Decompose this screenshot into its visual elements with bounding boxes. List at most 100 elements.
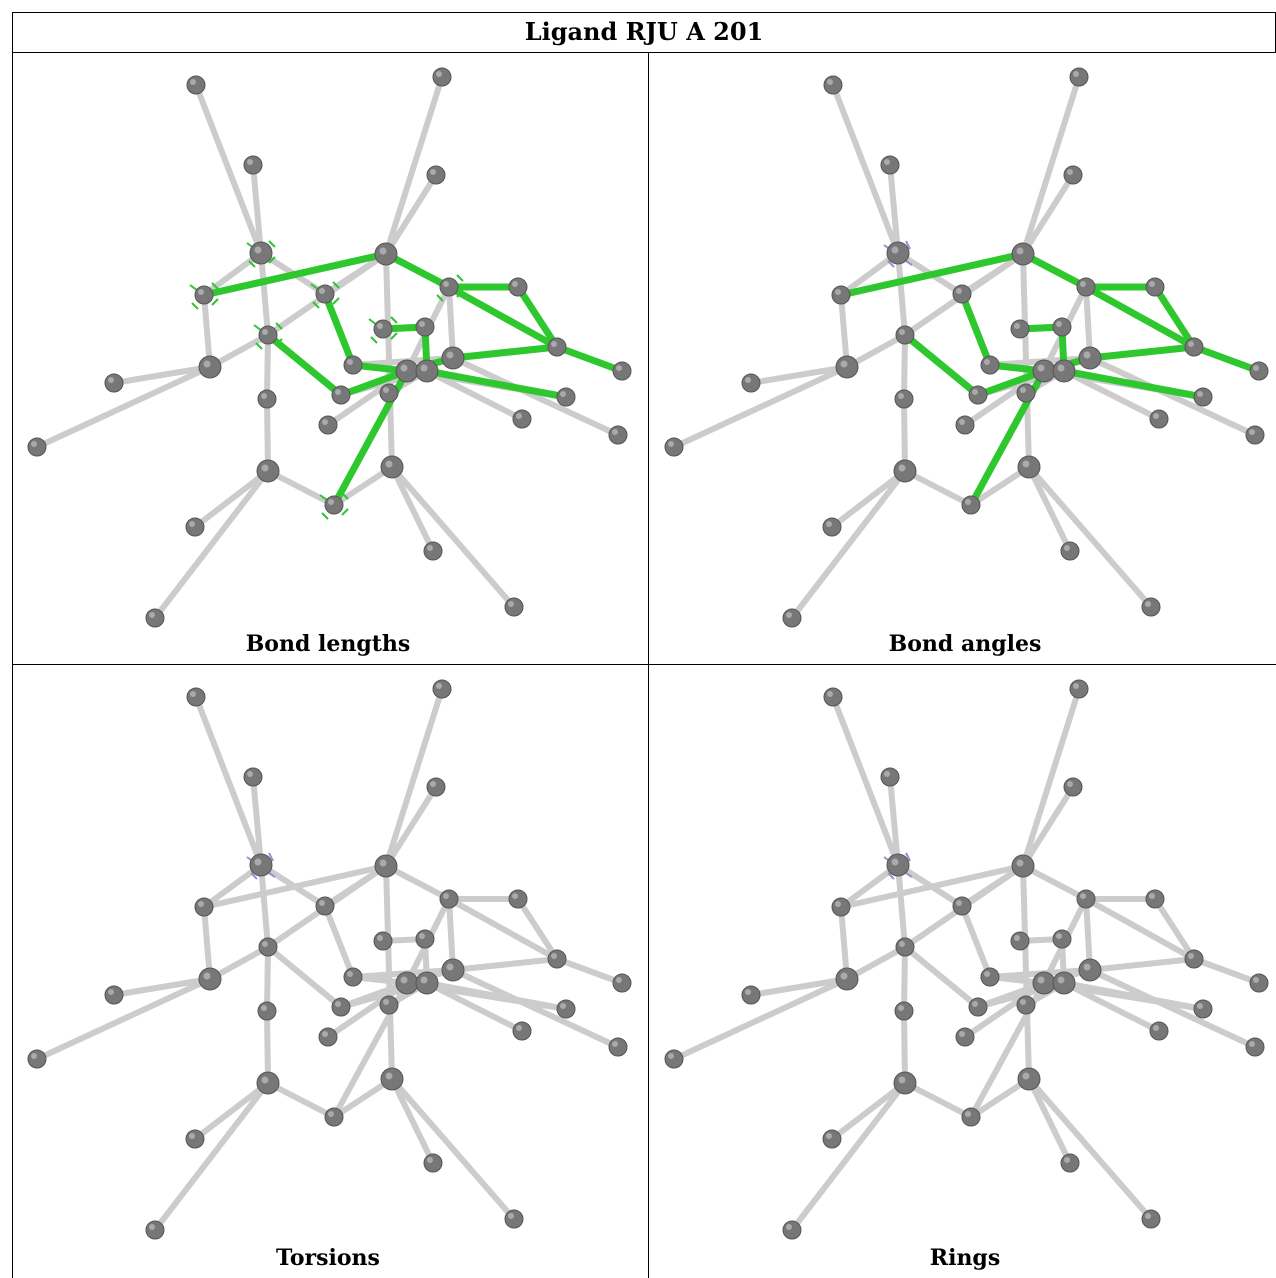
atom-highlight <box>254 246 262 254</box>
atom <box>441 958 465 982</box>
bond <box>383 172 439 257</box>
atom <box>1145 277 1165 297</box>
bond <box>830 694 901 868</box>
atom <box>556 999 576 1019</box>
atom <box>831 285 851 305</box>
bond <box>1026 464 1073 554</box>
atom-highlight <box>668 1053 674 1059</box>
bond <box>446 284 456 361</box>
highlighted-bond <box>445 283 561 351</box>
bond <box>265 1080 337 1120</box>
atom <box>380 455 404 479</box>
atom-highlight <box>420 976 428 984</box>
bond <box>748 364 850 386</box>
bond <box>1026 464 1154 610</box>
bond <box>1026 1076 1073 1166</box>
bond <box>515 896 560 962</box>
atom <box>955 1027 975 1047</box>
highlighted-bond <box>1086 343 1198 362</box>
bond <box>258 250 271 338</box>
atom <box>426 777 446 797</box>
atom-highlight <box>898 1005 904 1011</box>
atom <box>893 459 917 483</box>
atom-highlight <box>786 1224 792 1230</box>
atom-highlight <box>1188 341 1194 347</box>
bond <box>1152 896 1197 962</box>
atom <box>1245 1037 1265 1057</box>
atom-highlight <box>383 387 389 393</box>
atom-highlight <box>1037 364 1045 372</box>
atom <box>952 284 972 304</box>
atom <box>185 1129 205 1149</box>
chirality-marker <box>268 872 276 878</box>
atom <box>379 995 399 1015</box>
bond <box>1020 74 1082 257</box>
highlighted-bond <box>901 331 982 399</box>
atom <box>145 1220 165 1240</box>
atom-highlight <box>190 79 196 85</box>
atom-highlight <box>1080 281 1086 287</box>
outlier-marker <box>390 316 398 324</box>
atom <box>324 1107 344 1127</box>
atom-highlight <box>1064 1157 1070 1163</box>
caption-bond-angles: Bond angles <box>888 631 1042 657</box>
atom <box>1016 995 1036 1015</box>
panel-torsions: Torsions <box>12 665 644 1277</box>
atom <box>1184 949 1204 969</box>
atom-highlight <box>826 1133 832 1139</box>
atom <box>186 687 206 707</box>
atom-highlight <box>108 989 114 995</box>
chirality-marker <box>905 240 911 250</box>
atom <box>1249 361 1269 381</box>
atom <box>256 459 280 483</box>
atom <box>508 277 528 297</box>
atom <box>198 967 222 991</box>
molecule-bond-angles <box>664 67 1269 628</box>
outlier-marker <box>390 332 398 340</box>
atom-highlight <box>203 360 211 368</box>
atom-highlight <box>1014 323 1020 329</box>
atom-highlight <box>835 289 841 295</box>
bond <box>450 956 560 973</box>
bond <box>34 364 213 450</box>
caption-rings: Rings <box>929 1245 1001 1271</box>
atom-highlight <box>319 288 325 294</box>
bond <box>389 1076 436 1166</box>
bond <box>902 944 981 1010</box>
bond <box>838 250 901 298</box>
atom-highlight <box>1056 321 1062 327</box>
bond <box>424 980 569 1012</box>
atom-highlight <box>149 1224 155 1230</box>
atom <box>415 971 439 995</box>
highlighted-bond <box>200 250 390 299</box>
outlier-marker <box>456 274 464 282</box>
atom <box>1060 1153 1080 1173</box>
atom <box>1193 999 1213 1019</box>
bond <box>383 686 445 869</box>
highlighted-bond <box>514 283 561 351</box>
atom <box>395 971 419 995</box>
bond <box>671 364 850 450</box>
atom-highlight <box>261 464 269 472</box>
atom <box>331 385 351 405</box>
bond <box>829 1080 908 1142</box>
atom <box>343 355 363 375</box>
atom-highlight <box>1020 999 1026 1005</box>
atom <box>980 355 1000 375</box>
bond <box>830 82 901 256</box>
atom-highlight <box>436 71 442 77</box>
atom <box>379 383 399 403</box>
atom-highlight <box>427 545 433 551</box>
atom-highlight <box>512 893 518 899</box>
bond <box>322 903 356 980</box>
bond <box>1020 172 1076 257</box>
outlier-marker <box>248 260 256 268</box>
atom <box>1249 973 1269 993</box>
atom <box>1193 387 1213 407</box>
atom-highlight <box>322 1031 328 1037</box>
atom <box>145 608 165 628</box>
atom <box>508 889 528 909</box>
atom <box>880 155 900 175</box>
chirality-marker <box>905 260 913 266</box>
atom-highlight <box>1014 935 1020 941</box>
